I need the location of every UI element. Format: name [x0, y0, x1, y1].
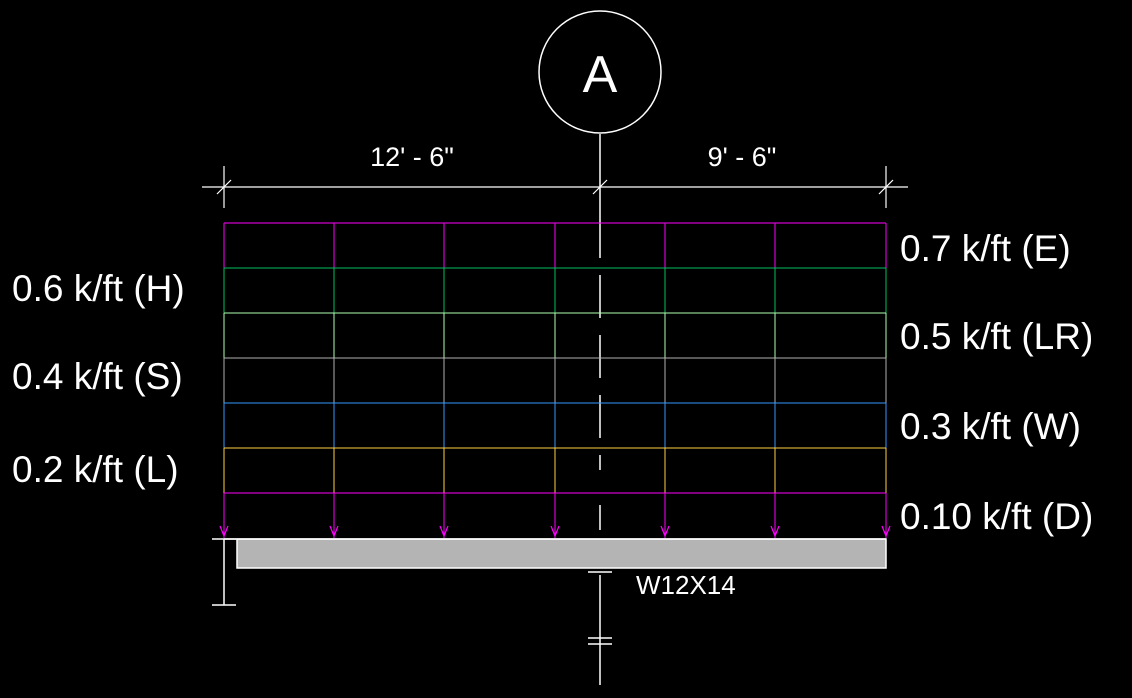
grid-label: A: [583, 46, 618, 104]
load-band-E: [223, 222, 887, 268]
load-band-S: [223, 357, 887, 403]
load-arrow: [439, 525, 449, 538]
load-arrow: [660, 525, 670, 538]
load-label-D: 0.10 k/ft (D): [900, 496, 1093, 537]
load-arrow: [219, 525, 229, 538]
member-label: W12X14: [636, 570, 736, 600]
load-label-L: 0.2 k/ft (L): [12, 449, 179, 490]
load-label-LR: 0.5 k/ft (LR): [900, 316, 1093, 357]
load-band-D: [223, 492, 887, 538]
load-arrow: [881, 525, 891, 538]
load-label-H: 0.6 k/ft (H): [12, 268, 185, 309]
slab: [236, 538, 887, 569]
load-bands: [223, 222, 887, 538]
dimension-left: 12' - 6": [370, 142, 454, 172]
load-label-E: 0.7 k/ft (E): [900, 228, 1071, 269]
dimension-right: 9' - 6": [708, 142, 777, 172]
load-label-S: 0.4 k/ft (S): [12, 356, 183, 397]
dimension-line: [202, 166, 908, 208]
load-band-H: [223, 267, 887, 313]
load-band-W: [223, 402, 887, 448]
load-band-L: [223, 447, 887, 493]
grid-bubble: A: [538, 10, 662, 134]
load-arrows: [219, 525, 891, 538]
beam-section: [212, 538, 887, 645]
load-label-W: 0.3 k/ft (W): [900, 406, 1081, 447]
load-arrow: [770, 525, 780, 538]
load-arrow: [329, 525, 339, 538]
load-band-LR: [223, 312, 887, 358]
load-arrow: [550, 525, 560, 538]
